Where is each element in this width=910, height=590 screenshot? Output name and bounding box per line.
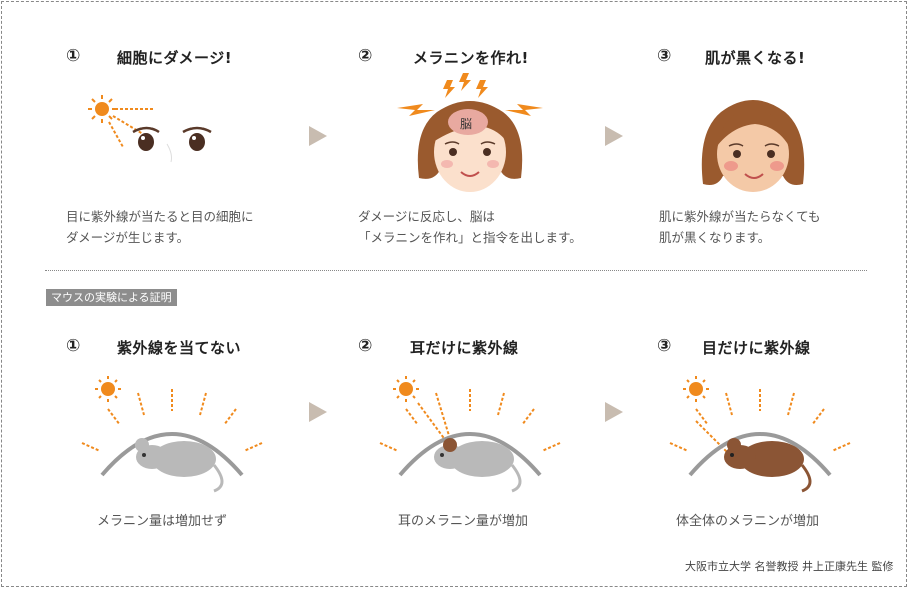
- mouse-icon: [724, 438, 812, 493]
- mouse-icon: [434, 441, 522, 493]
- next-arrow-icon: [605, 126, 623, 146]
- step-number: ②: [358, 336, 373, 356]
- step-description: 肌に紫外線が当たらなくても 肌が黒くなります。: [659, 209, 821, 245]
- next-arrow-icon: [605, 402, 623, 422]
- eye-damage-illustration: [88, 95, 212, 163]
- step-title: 肌が黒くなる!: [705, 49, 806, 67]
- mouse-icon: [135, 438, 224, 493]
- step-title: メラニンを作れ!: [413, 49, 529, 67]
- step-description: ダメージに反応し、脳は 「メラニンを作れ」と指令を出します。: [358, 209, 582, 245]
- mouse-eye-uv-illustration: [669, 376, 851, 493]
- step-caption: 耳のメラニン量が増加: [398, 514, 529, 529]
- step-number: ①: [66, 336, 81, 356]
- step-title: 細胞にダメージ!: [117, 49, 233, 67]
- right-eye-icon: [182, 126, 212, 151]
- step-caption: 体全体のメラニンが増加: [676, 514, 820, 529]
- face-tanned-illustration: [701, 100, 805, 192]
- mouse-ear-uv-illustration: [379, 376, 561, 493]
- sun-icon: [683, 376, 709, 402]
- step-number: ①: [66, 46, 81, 66]
- step-title: 紫外線を当てない: [117, 339, 242, 357]
- section-badge: マウスの実験による証明: [46, 289, 177, 306]
- next-arrow-icon: [309, 126, 327, 146]
- mouse-no-uv-illustration: [81, 376, 263, 493]
- girl-face: [417, 101, 523, 192]
- sun-icon: [95, 376, 121, 402]
- step-number: ②: [358, 46, 373, 66]
- step-number: ③: [657, 46, 672, 66]
- step-title: 耳だけに紫外線: [410, 339, 519, 357]
- step-title: 目だけに紫外線: [702, 339, 811, 357]
- brain-label: 脳: [460, 117, 473, 131]
- step-description: 目に紫外線が当たると目の細胞に ダメージが生じます。: [66, 209, 254, 245]
- step-caption: メラニン量は増加せず: [97, 514, 228, 529]
- left-eye-icon: [132, 126, 160, 151]
- lightning-icon: [397, 73, 543, 116]
- next-arrow-icon: [309, 402, 327, 422]
- sun-icon: [393, 376, 419, 402]
- sun-icon: [88, 95, 116, 123]
- step-number: ③: [657, 336, 672, 356]
- section-divider: [45, 270, 867, 271]
- credit-text: 大阪市立大学 名誉教授 井上正康先生 監修: [685, 560, 894, 573]
- face-brain-illustration: [397, 73, 543, 192]
